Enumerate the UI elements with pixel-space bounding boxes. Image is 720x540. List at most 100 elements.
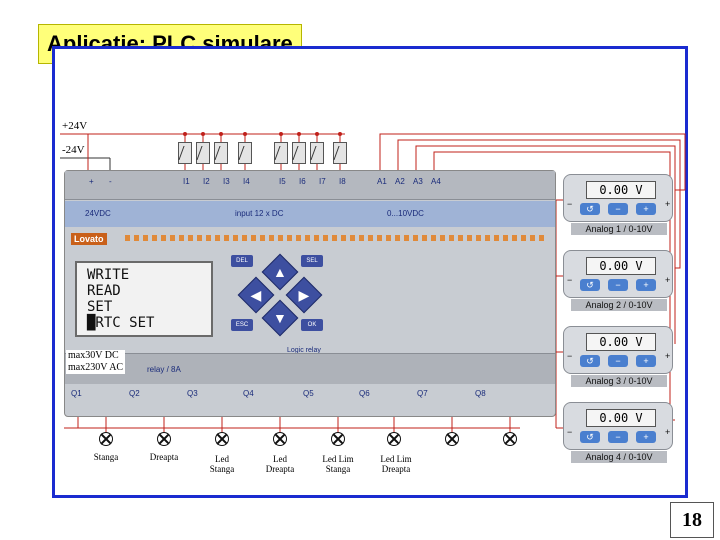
input-label-i5: I5: [279, 177, 286, 186]
analog-label-a4: A4: [431, 177, 441, 186]
output-label-q5: Q5: [303, 389, 314, 398]
output-label-q4: Q4: [243, 389, 254, 398]
output-label-q8: Q8: [475, 389, 486, 398]
analog-module-1: 0.00 V ↺ − + − + Analog 1 / 0-10V: [563, 174, 673, 236]
analog-3-label: Analog 3 / 0-10V: [571, 375, 667, 387]
analog-1-label: Analog 1 / 0-10V: [571, 223, 667, 235]
supply-plus-label: +24V: [62, 120, 88, 132]
input-label-i3: I3: [223, 177, 230, 186]
analog-2-label: Analog 2 / 0-10V: [571, 299, 667, 311]
max-dc-text: max30V DC: [68, 350, 119, 361]
input-switch-7[interactable]: [310, 142, 324, 164]
output-label-q7: Q7: [417, 389, 428, 398]
plc-device: + - I1 I2 I3 I4 I5 I6 I7 I8 A1 A2 A3 A4 …: [64, 170, 556, 417]
up-arrow-button[interactable]: ▲: [261, 253, 299, 291]
analog-3-display: 0.00 V: [586, 333, 656, 351]
led-dots: [125, 235, 545, 241]
input-switch-6[interactable]: [292, 142, 306, 164]
output-label-q1: Q1: [71, 389, 82, 398]
analog-module-3: 0.00 V ↺ − + − + Analog 3 / 0-10V: [563, 326, 673, 388]
del-button[interactable]: DEL: [231, 255, 253, 267]
input-label-i2: I2: [203, 177, 210, 186]
analog-label-a2: A2: [395, 177, 405, 186]
input-label-i4: I4: [243, 177, 250, 186]
input-switch-2[interactable]: [196, 142, 210, 164]
analog-4-reset-button[interactable]: ↺: [580, 431, 600, 443]
plc-terminal-strip: [65, 171, 555, 200]
analog-4-negative-sign: −: [567, 427, 573, 437]
analog-module-3-body: 0.00 V ↺ − + − +: [563, 326, 673, 374]
power-label: 24VDC: [85, 209, 111, 218]
lamp-4-icon: [273, 432, 287, 446]
analog-2-minus-button[interactable]: −: [608, 279, 628, 291]
input-switch-4[interactable]: [238, 142, 252, 164]
output-name-2: Dreapta: [134, 452, 194, 462]
right-arrow-icon: ▶: [298, 286, 310, 303]
analog-1-minus-button[interactable]: −: [608, 203, 628, 215]
supply-minus-label: -24V: [62, 144, 85, 156]
output-label-q3: Q3: [187, 389, 198, 398]
input-switch-1[interactable]: [178, 142, 192, 164]
lamp-7-icon: [445, 432, 459, 446]
lamp-3-icon: [215, 432, 229, 446]
lamp-5-icon: [331, 432, 345, 446]
analog-1-reset-button[interactable]: ↺: [580, 203, 600, 215]
input-switch-3[interactable]: [214, 142, 228, 164]
lamp-6-icon: [387, 432, 401, 446]
input-label-i1: I1: [183, 177, 190, 186]
input-switch-8[interactable]: [333, 142, 347, 164]
lamp-2-icon: [157, 432, 171, 446]
left-arrow-icon: ◀: [250, 286, 262, 303]
page-number: 18: [670, 502, 714, 538]
input-label-i8: I8: [339, 177, 346, 186]
analog-2-positive-sign: +: [665, 275, 671, 285]
analog-2-reset-button[interactable]: ↺: [580, 279, 600, 291]
plc-keypad: DEL SEL ESC OK ▲ ▼ ◀ ▶: [229, 253, 329, 337]
analog-3-plus-button[interactable]: +: [636, 355, 656, 367]
analog-group-label: 0...10VDC: [387, 209, 424, 218]
analog-1-plus-button[interactable]: +: [636, 203, 656, 215]
analog-module-4: 0.00 V ↺ − + − + Analog 4 / 0-10V: [563, 402, 673, 464]
analog-2-negative-sign: −: [567, 275, 573, 285]
analog-module-1-body: 0.00 V ↺ − + − +: [563, 174, 673, 222]
up-arrow-icon: ▲: [273, 263, 287, 280]
sel-button[interactable]: SEL: [301, 255, 323, 267]
left-arrow-button[interactable]: ◀: [237, 276, 275, 314]
output-name-6-line-2: Dreapta: [381, 464, 411, 474]
analog-4-display: 0.00 V: [586, 409, 656, 427]
output-label-q2: Q2: [129, 389, 140, 398]
analog-4-minus-button[interactable]: −: [608, 431, 628, 443]
output-name-5-line-2: Stanga: [325, 464, 351, 474]
lcd-line-4: █RTC SET: [87, 315, 155, 331]
analog-4-positive-sign: +: [665, 427, 671, 437]
analog-3-reset-button[interactable]: ↺: [580, 355, 600, 367]
ok-button[interactable]: OK: [301, 319, 323, 331]
plc-output-strip: [65, 353, 555, 384]
analog-3-positive-sign: +: [665, 351, 671, 361]
analog-3-minus-button[interactable]: −: [608, 355, 628, 367]
output-label-q6: Q6: [359, 389, 370, 398]
lcd-line-3: SET: [87, 299, 113, 315]
input-switch-5[interactable]: [274, 142, 288, 164]
input-label-i6: I6: [299, 177, 306, 186]
analog-4-plus-button[interactable]: +: [636, 431, 656, 443]
analog-1-negative-sign: −: [567, 199, 573, 209]
plc-label-strip: [65, 201, 555, 227]
output-name-1-line-1: Stanga: [93, 452, 119, 462]
output-name-5-line-1: Led Lim: [322, 454, 354, 464]
analog-module-2: 0.00 V ↺ − + − + Analog 2 / 0-10V: [563, 250, 673, 312]
down-arrow-icon: ▼: [273, 309, 287, 326]
analog-4-label: Analog 4 / 0-10V: [571, 451, 667, 463]
esc-button[interactable]: ESC: [231, 319, 253, 331]
analog-2-plus-button[interactable]: +: [636, 279, 656, 291]
logic-relay-label: Logic relay: [287, 347, 321, 354]
analog-label-a3: A3: [413, 177, 423, 186]
output-name-6-line-1: Led Lim: [380, 454, 412, 464]
down-arrow-button[interactable]: ▼: [261, 299, 299, 337]
lamp-8-icon: [503, 432, 517, 446]
input-label-i7: I7: [319, 177, 326, 186]
right-arrow-button[interactable]: ▶: [285, 276, 323, 314]
